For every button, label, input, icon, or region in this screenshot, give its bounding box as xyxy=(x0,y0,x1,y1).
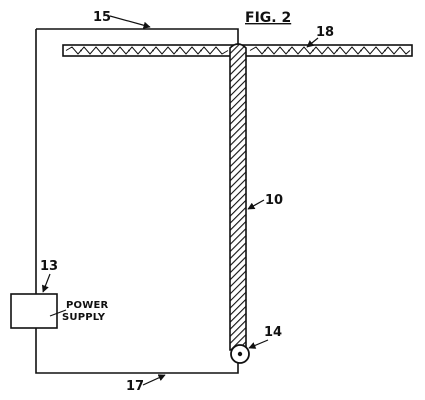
figure-title: FIG. 2 xyxy=(245,10,291,26)
wire-top xyxy=(36,28,239,48)
reference-18-label: 18 xyxy=(316,25,334,40)
vertical-member-10 xyxy=(229,43,247,351)
reference-17-arrow xyxy=(142,374,166,386)
reference-17-label: 17 xyxy=(126,379,144,394)
power-supply-box: POWER SUPPLY xyxy=(10,293,108,329)
reference-15-arrow xyxy=(109,15,151,29)
wire-bottom xyxy=(35,328,239,374)
reference-14-label: 14 xyxy=(264,325,282,340)
power-supply-label-line2: SUPPLY xyxy=(62,312,106,323)
reference-14-arrow xyxy=(248,339,269,349)
reference-13-label: 13 xyxy=(40,259,58,274)
reference-10-label: 10 xyxy=(265,193,283,208)
pivot-element-14 xyxy=(230,344,250,364)
power-supply-label-line1: POWER xyxy=(66,300,108,311)
reference-10-arrow xyxy=(247,199,265,210)
reference-13-arrow xyxy=(41,273,51,293)
reference-18-arrow xyxy=(306,37,319,48)
reference-15-label: 15 xyxy=(93,10,111,25)
